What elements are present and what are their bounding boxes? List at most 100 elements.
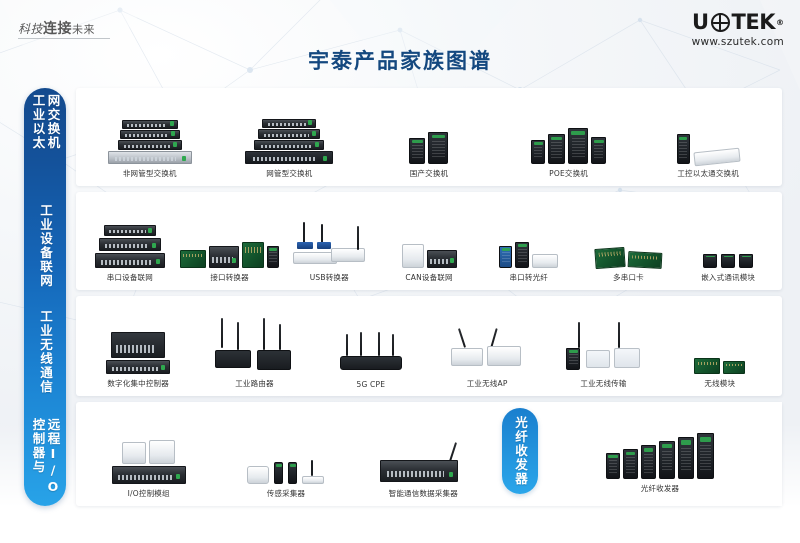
globe-icon	[710, 13, 730, 32]
product-label: 串口设备联网	[106, 273, 153, 282]
category-label-col-right: 远程I/O	[45, 418, 61, 496]
slogan-part-2: 连接	[43, 21, 73, 37]
product-cell[interactable]: 非网管型交换机	[80, 94, 220, 182]
product-image-sensor-collector-group	[217, 408, 354, 486]
product-cell[interactable]: 工业无线AP	[429, 302, 545, 392]
product-image-din-switch-pair	[359, 94, 499, 166]
brand-letter-u: U	[691, 10, 709, 34]
product-label: 工业路由器	[235, 379, 274, 388]
product-label: 接口转换器	[210, 273, 249, 282]
product-image-industrial-router-group	[196, 302, 312, 376]
product-image-can-gateway-pair	[379, 198, 479, 270]
product-label: 工业无线传输	[580, 379, 627, 388]
product-cell[interactable]: 数字化集中控制器	[80, 302, 196, 392]
product-label: 数字化集中控制器	[107, 379, 169, 388]
product-image-smart-data-collector	[355, 408, 492, 486]
product-cell[interactable]: 串口设备联网	[80, 198, 180, 286]
product-cell[interactable]: 国产交换机	[359, 94, 499, 182]
product-label: POE交换机	[549, 169, 589, 178]
product-image-converter-board-group	[180, 198, 280, 270]
product-image-wireless-module-card	[662, 302, 778, 376]
product-label: 光纤收发器	[640, 484, 680, 493]
brand-logo: U TEK ® www.szutek.com	[691, 12, 784, 49]
fiber-transceiver-section: 光纤收发器 光纤	[496, 402, 782, 506]
product-label: 工控以太通交换机	[677, 169, 739, 178]
product-cell[interactable]: 传感采集器	[217, 408, 354, 502]
product-label: 工业无线AP	[466, 379, 508, 388]
product-image-digital-controller	[80, 302, 196, 376]
product-image-usb-converter-group	[279, 198, 379, 270]
product-rows: 非网管型交换机 网管型交换机	[76, 88, 782, 506]
product-image-fiber-transceiver	[538, 402, 782, 483]
category-label-col-right: 网交换机	[45, 94, 61, 150]
slogan: 科技连接未来	[18, 18, 95, 38]
category-rail: 网交换机 工业以太 工业设备联网 工业无线通信 远程I/O 控制器与	[24, 88, 66, 506]
product-label: 网管型交换机	[266, 169, 313, 178]
product-label: 无线模块	[704, 379, 736, 388]
product-cell[interactable]: 工业无线传输	[545, 302, 661, 392]
product-image-embedded-module-group	[678, 198, 778, 270]
slogan-underline	[18, 38, 110, 39]
product-image-wireless-ap-group	[429, 302, 545, 376]
slogan-part-1: 科技	[18, 22, 44, 36]
product-image-serial-server-stack	[80, 198, 180, 270]
slogan-part-3: 未来	[72, 23, 96, 36]
product-cell[interactable]: 多串口卡	[579, 198, 679, 286]
brand-wordmark: U TEK ®	[692, 12, 784, 33]
product-image-serial-fiber-group	[479, 198, 579, 270]
product-label: USB转换器	[309, 273, 349, 282]
category-industrial-ethernet-switch[interactable]: 网交换机 工业以太	[24, 94, 66, 150]
product-label: 嵌入式通讯模块	[701, 273, 756, 282]
product-image-wireless-transmit-group	[545, 302, 661, 376]
product-cell[interactable]: POE交换机	[499, 94, 639, 182]
product-label: CAN设备联网	[405, 273, 453, 282]
product-cell[interactable]: 嵌入式通讯模块	[678, 198, 778, 286]
product-label: I/O控制模组	[127, 489, 170, 498]
product-cell[interactable]: 光纤收发器	[538, 402, 782, 506]
row-switches: 非网管型交换机 网管型交换机	[76, 88, 782, 186]
category-remote-io-controller[interactable]: 远程I/O 控制器与	[24, 418, 66, 496]
product-label: 5G CPE	[356, 380, 386, 389]
product-cell[interactable]: I/O控制模组	[80, 408, 217, 502]
product-image-rack-switch-stack	[80, 94, 220, 166]
product-image-multi-serial-card	[579, 198, 679, 270]
category-fiber-transceiver[interactable]: 光纤收发器	[502, 408, 538, 494]
product-image-io-control-module	[80, 408, 217, 486]
product-cell[interactable]: 智能通信数据采集器	[355, 408, 492, 502]
product-label: 国产交换机	[409, 169, 449, 178]
product-cell[interactable]: 网管型交换机	[220, 94, 360, 182]
product-image-slim-switch-pair	[638, 94, 778, 167]
product-label: 多串口卡	[613, 273, 644, 282]
row-device-networking: 串口设备联网 接口转换器	[76, 192, 782, 290]
category-label: 光纤收发器	[513, 416, 528, 486]
product-cell[interactable]: 工控以太通交换机	[638, 94, 778, 182]
product-cell[interactable]: 串口转光纤	[479, 198, 579, 286]
category-industrial-wireless-comm[interactable]: 工业无线通信	[24, 310, 66, 394]
product-cell[interactable]: 接口转换器	[180, 198, 280, 286]
registered-trademark-icon: ®	[776, 17, 784, 27]
product-cell[interactable]: 工业路由器	[196, 302, 312, 392]
product-label: 传感采集器	[266, 489, 306, 498]
category-industrial-device-networking[interactable]: 工业设备联网	[24, 204, 66, 288]
product-cell[interactable]: 无线模块	[662, 302, 778, 392]
brand-letters-tek: TEK	[731, 10, 776, 34]
product-cell[interactable]: CAN设备联网	[379, 198, 479, 286]
category-label-col-left: 工业以太	[30, 94, 46, 150]
category-label-col-right: 工业无线通信	[38, 310, 53, 394]
row-remote-io: I/O控制模组	[76, 402, 782, 506]
product-family-board: 网交换机 工业以太 工业设备联网 工业无线通信 远程I/O 控制器与	[24, 88, 782, 506]
product-image-din-poe-group	[499, 94, 639, 166]
category-label-col-right: 工业设备联网	[38, 204, 53, 288]
brand-website: www.szutek.com	[691, 36, 784, 48]
product-cell[interactable]: 5G CPE	[313, 302, 429, 392]
product-image-rack-switch-stack2	[220, 94, 360, 166]
category-label-col-left: 控制器与	[30, 418, 46, 474]
row-wireless: 数字化集中控制器	[76, 296, 782, 396]
page-title: 宇泰产品家族图谱	[308, 49, 492, 73]
product-label: 非网管型交换机	[122, 169, 177, 178]
product-image-cpe-device	[313, 302, 429, 378]
product-label: 串口转光纤	[509, 273, 548, 282]
product-cell[interactable]: USB转换器	[279, 198, 379, 286]
